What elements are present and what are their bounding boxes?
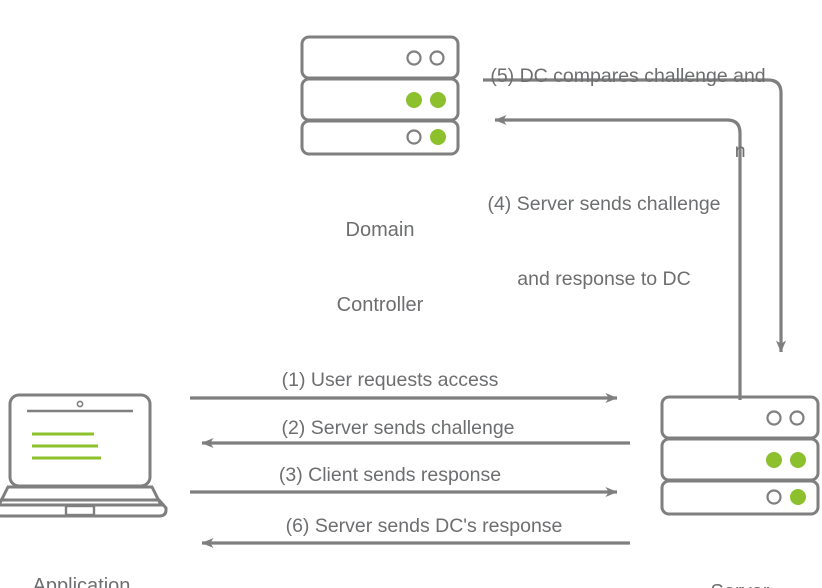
dc-led-3b-on: [430, 129, 446, 145]
user-caption-line-1: Application: [32, 575, 131, 588]
dc-led-1b-off: [429, 50, 445, 66]
arrow-step-4: [494, 115, 742, 400]
step-4-line-2: and response to DC: [517, 268, 691, 290]
flow-label-step-6: (6) Server sends DC's response: [266, 514, 582, 539]
step-5-line-1: (5) DC compares challenge and: [490, 65, 766, 87]
flow-label-step-4: (4) Server sends challenge and response …: [473, 141, 735, 290]
server-led-1a-off: [766, 410, 782, 426]
server-led-3a-off: [766, 489, 782, 505]
server-icon: [660, 395, 820, 516]
laptop-trackpad: [64, 504, 96, 517]
flow-label-step-5: (5) DC compares challenge and response f…: [474, 12, 782, 162]
domain-controller-caption: Domain Controller: [302, 168, 458, 368]
arrow-step-5: [483, 78, 786, 353]
laptop-base: [0, 498, 168, 518]
dc-led-2b-on: [430, 92, 446, 108]
server-led-2b-on: [790, 452, 806, 468]
domain-controller-icon: [300, 35, 460, 156]
dc-caption-line-1: Domain: [345, 219, 415, 241]
dc-led-2a-on: [406, 92, 422, 108]
laptop-hinge: [0, 485, 164, 507]
server-rack-unit-3: [660, 479, 820, 516]
flow-label-step-2: (2) Server sends challenge: [266, 416, 530, 441]
step-4-line-1: (4) Server sends challenge: [487, 193, 721, 215]
laptop-screen-bezel: [8, 393, 152, 488]
server-caption: Server: [662, 530, 818, 588]
server-caption-line-1: Server: [662, 580, 818, 588]
dc-rack-unit-3: [300, 119, 460, 156]
dc-caption-line-2: Controller: [336, 294, 424, 316]
server-led-3b-on: [790, 489, 806, 505]
dc-led-3a-off: [406, 129, 422, 145]
laptop-webcam-icon: [76, 400, 84, 408]
server-led-2a-on: [766, 452, 782, 468]
application-user-caption: Application User: [0, 524, 163, 588]
dc-led-1a-off: [406, 50, 422, 66]
flow-label-step-1: (1) User requests access: [266, 368, 514, 393]
server-led-1b-off: [789, 410, 805, 426]
laptop-icon: [0, 393, 168, 518]
flow-label-step-3: (3) Client sends response: [266, 463, 514, 488]
